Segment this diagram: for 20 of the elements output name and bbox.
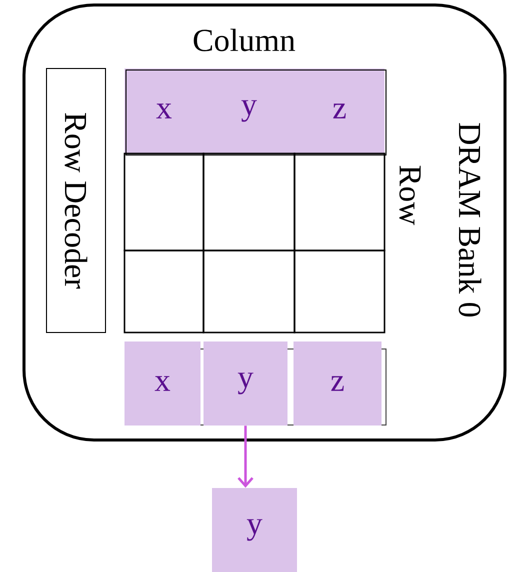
data-cell: y bbox=[204, 68, 294, 154]
memory-cell bbox=[202, 250, 296, 334]
data-cell: z bbox=[294, 68, 384, 154]
data-cell: x bbox=[124, 342, 200, 426]
data-cell: z bbox=[294, 342, 382, 426]
node-label: y bbox=[241, 100, 257, 122]
row-label: Row bbox=[399, 166, 421, 226]
node-label: z bbox=[333, 104, 346, 118]
column-label: Column bbox=[194, 28, 296, 52]
data-cell: y bbox=[212, 488, 297, 572]
node-label: x bbox=[156, 104, 172, 118]
memory-cell bbox=[202, 152, 296, 252]
memory-cell bbox=[124, 152, 204, 252]
decoder-box: Row Decoder bbox=[46, 68, 106, 333]
data-cell: y bbox=[204, 342, 288, 426]
memory-cell bbox=[294, 250, 386, 334]
data-cell: x bbox=[124, 68, 204, 154]
arrow bbox=[238, 426, 254, 488]
memory-cell bbox=[124, 250, 204, 334]
memory-cell bbox=[294, 152, 386, 252]
